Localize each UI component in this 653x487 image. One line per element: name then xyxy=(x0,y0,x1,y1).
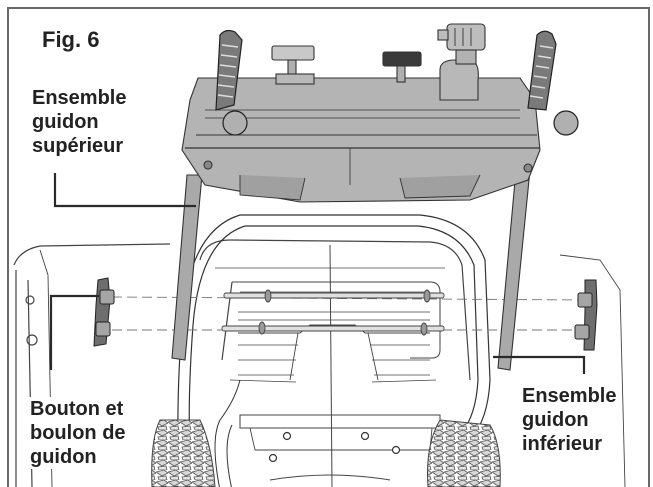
bolts xyxy=(221,289,445,336)
label-line: guidon xyxy=(520,408,619,432)
label-upper-handle-assembly: Ensemble guidon supérieur xyxy=(32,86,126,158)
upper-handle-assembly xyxy=(171,23,541,371)
handle-knob-and-bolt-right xyxy=(574,279,598,351)
handle-knob-and-bolt-left xyxy=(93,277,115,347)
label-line: guidon xyxy=(28,445,128,469)
label-line: Ensemble xyxy=(32,87,127,109)
label-lower-handle-assembly: Ensemble guidon inférieur xyxy=(520,384,619,456)
figure-title: Fig. 6 xyxy=(42,27,100,52)
figure-frame xyxy=(7,7,650,487)
label-line: guidon xyxy=(32,111,99,133)
engine-housing xyxy=(13,239,626,487)
leader-knob-bolt xyxy=(49,294,99,370)
label-line: supérieur xyxy=(32,135,124,157)
leader-lower-handle xyxy=(493,355,586,374)
tires xyxy=(151,419,501,487)
leader-upper-handle xyxy=(53,173,196,208)
label-line: Ensemble xyxy=(520,384,619,408)
leader-lines xyxy=(49,173,586,374)
label-knob-and-bolt: Bouton et boulon de guidon xyxy=(28,397,128,469)
lower-handle-assembly xyxy=(177,214,491,487)
label-line: boulon de xyxy=(28,421,128,445)
label-line: inférieur xyxy=(520,432,619,456)
hand-grips xyxy=(215,29,579,136)
label-line: Bouton et xyxy=(28,397,128,421)
